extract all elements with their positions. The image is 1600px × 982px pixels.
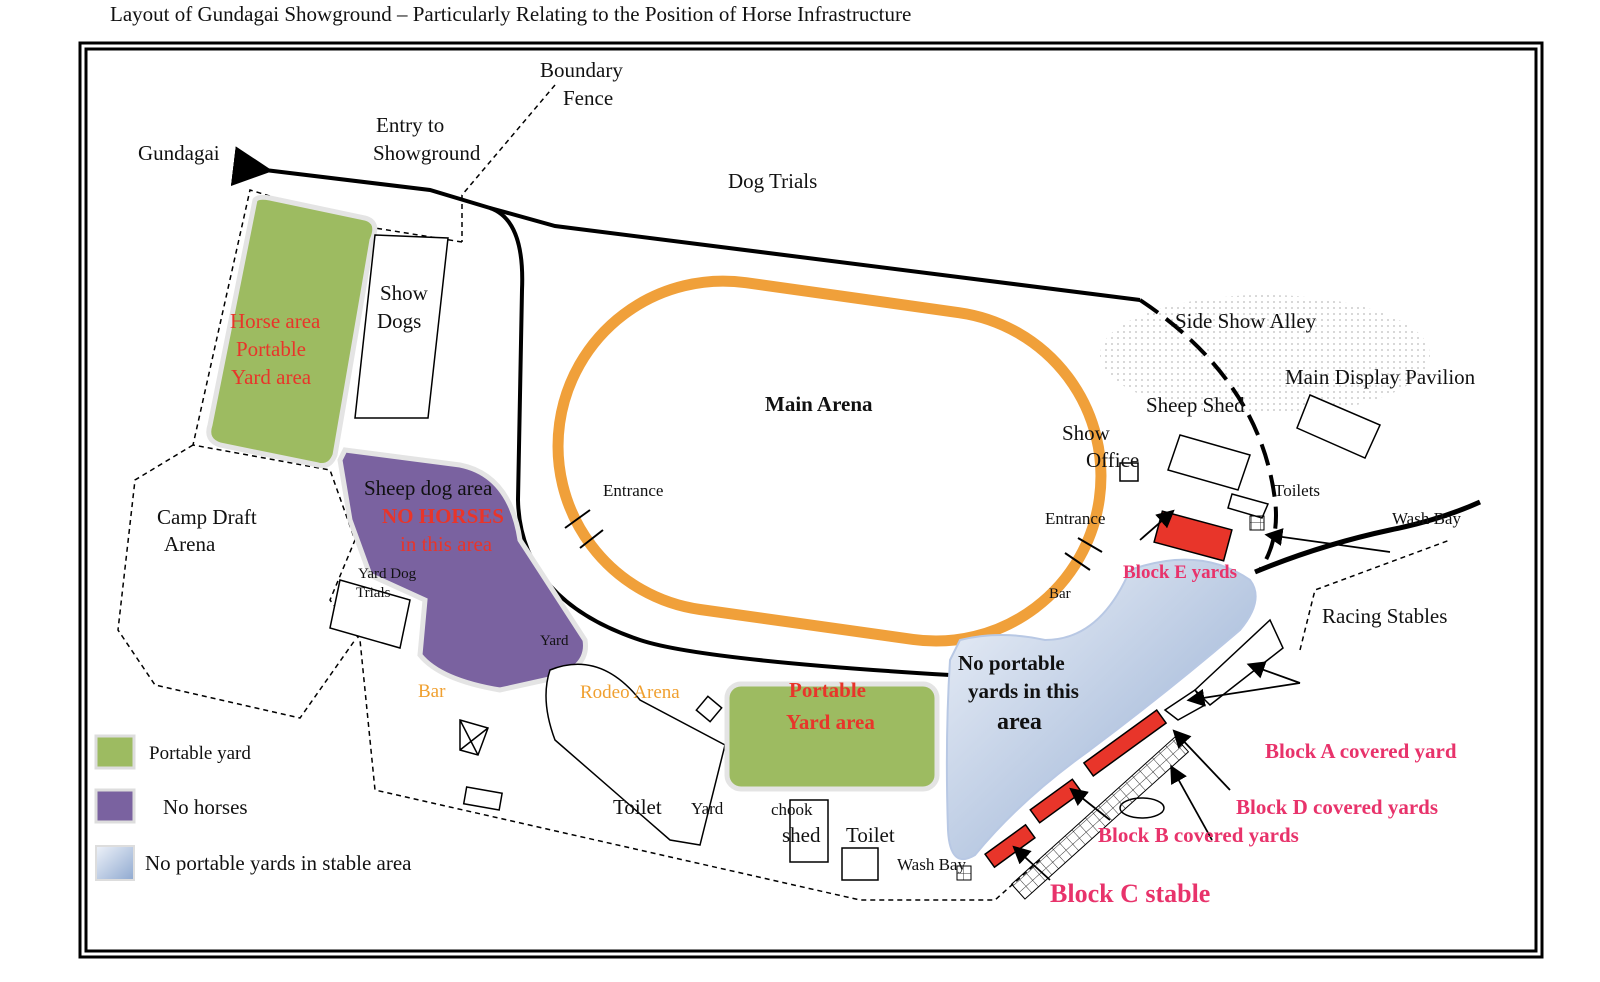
portable-yard-area [724,681,940,792]
label-dog-trials: Dog Trials [728,169,817,193]
block-b [1029,778,1083,824]
horse-portable-yard-area [206,194,378,468]
legend-no-portable-yards: No portable yards in stable area [145,851,412,875]
label-wash-bay-right: Wash Bay [1392,509,1461,528]
svg-text:Showground: Showground [373,141,481,165]
no-portable-yards-area [945,558,1257,861]
legend-no-horses: No horses [163,795,248,819]
label-entrance-left: Entrance [603,481,663,500]
svg-text:Office: Office [1086,448,1139,472]
label-side-show-alley: Side Show Alley [1175,309,1317,333]
label-toilet-2: Toilet [846,823,895,847]
label-show-office: Show [1062,421,1111,445]
label-boundary-fence: Boundary [540,58,623,82]
label-portable-yard-area: Portable [789,678,866,702]
block-e-yards [1153,510,1233,562]
label-yard-2: Yard [691,799,724,818]
label-horse-area: Horse area [230,309,321,333]
svg-text:yards in this: yards in this [968,679,1079,703]
svg-text:Fence: Fence [563,86,613,110]
label-show-dogs: Show [380,281,429,305]
svg-text:Arena: Arena [164,532,216,556]
side-show-area [1100,295,1430,415]
label-entry: Entry to [376,113,444,137]
label-racing-stables: Racing Stables [1322,604,1447,628]
svg-text:in this area: in this area [400,532,493,556]
entrance-marks [564,509,1103,571]
label-bar-left: Bar [418,681,446,702]
block-a [1082,709,1168,777]
label-wash-bay-bottom: Wash Bay [897,855,966,874]
map-frame [78,41,1544,959]
label-gundagai: Gundagai [138,141,220,165]
wash-bay-road [1254,499,1482,575]
svg-text:shed: shed [782,823,821,847]
label-block-e: Block E yards [1123,562,1237,583]
legend-swatch-no-portable [95,845,135,881]
label-camp-draft: Camp Draft [157,505,257,529]
label-main-display-pavilion: Main Display Pavilion [1285,365,1476,389]
buildings [329,394,1381,881]
label-bar-right: Bar [1049,586,1071,602]
legend: Portable yard No horses No portable yard… [94,734,412,881]
label-no-portable-yards: No portable [958,651,1065,675]
label-rodeo-arena: Rodeo Arena [580,682,680,703]
show-dogs-area [354,234,449,419]
svg-text:Portable: Portable [236,337,306,361]
label-no-horses: NO HORSES [382,504,504,528]
pointer-arrows [1012,509,1391,881]
label-block-c: Block C stable [1050,879,1210,908]
label-yard: Yard [540,633,569,649]
boundary-fence-line [117,84,1451,901]
toilets-grid [1249,515,1265,531]
svg-text:Yard area: Yard area [231,365,312,389]
label-toilets: Toilets [1274,481,1320,500]
label-block-d: Block D covered yards [1236,795,1438,819]
label-entrance-right: Entrance [1045,509,1105,528]
label-toilet: Toilet [613,795,662,819]
label-block-b: Block B covered yards [1098,823,1299,847]
label-chook-shed: chook [771,800,813,819]
svg-text:Trials: Trials [356,585,391,601]
legend-swatch-no-horses [94,788,136,824]
svg-text:Yard area: Yard area [786,710,875,734]
label-block-a: Block A covered yard [1265,739,1457,763]
label-yard-dog-trials: Yard Dog [358,566,417,582]
road [230,146,1141,677]
label-sheep-shed: Sheep Shed [1146,393,1245,417]
label-sheep-dog-area: Sheep dog area [364,476,493,500]
svg-text:area: area [997,709,1042,735]
main-arena-track [552,275,1107,647]
map-title: Layout of Gundagai Showground – Particul… [110,2,911,26]
map-labels: Boundary Fence Entry to Showground Gunda… [138,58,1476,908]
legend-swatch-portable-yard [94,734,136,770]
legend-portable-yard: Portable yard [149,743,251,764]
wash-bay-grid [956,865,972,881]
label-main-arena: Main Arena [765,392,873,416]
svg-text:Dogs: Dogs [377,309,421,333]
